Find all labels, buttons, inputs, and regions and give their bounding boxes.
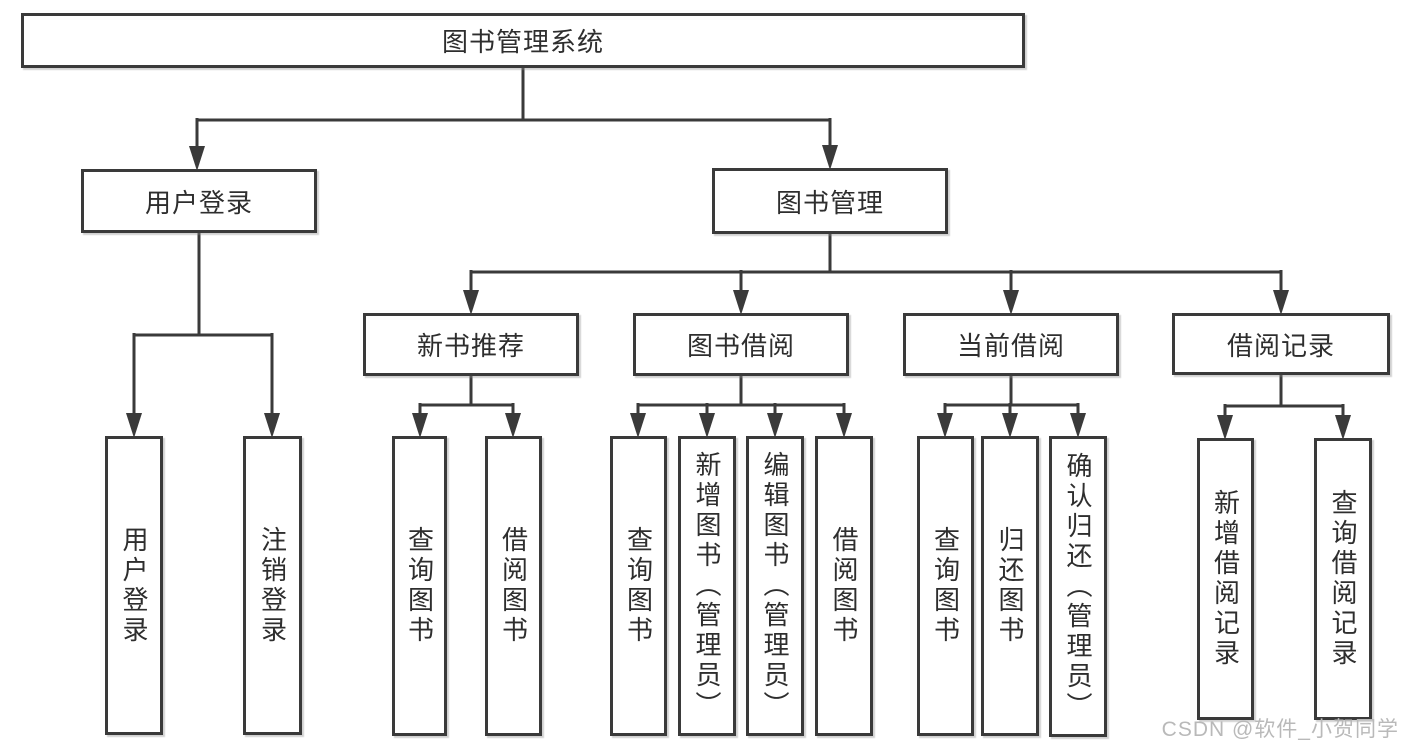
- node-borrow-records: 借阅记录: [1172, 313, 1390, 375]
- leaf-borrow-books: 借阅图书: [815, 436, 873, 736]
- node-new-book-recommend: 新书推荐: [363, 313, 579, 376]
- node-user-login: 用户登录: [81, 169, 317, 233]
- leaf-add-books-admin: 新增图书（管理员）: [678, 436, 736, 736]
- node-book-borrow: 图书借阅: [633, 313, 849, 376]
- leaf-add-borrow-record: 新增借阅记录: [1197, 438, 1254, 720]
- leaf-logout-login: 注销登录: [243, 436, 302, 735]
- leaf-query-books-borrow: 查询图书: [610, 436, 667, 736]
- node-library-system: 图书管理系统: [21, 13, 1025, 68]
- leaf-user-login: 用户登录: [105, 436, 163, 735]
- leaf-query-books-current: 查询图书: [917, 436, 974, 736]
- leaf-edit-books-admin: 编辑图书（管理员）: [746, 436, 804, 736]
- leaf-confirm-return-admin: 确认归还（管理员）: [1049, 436, 1107, 737]
- node-book-management: 图书管理: [712, 168, 948, 234]
- csdn-watermark: CSDN @软件_小贺同学: [1161, 718, 1399, 741]
- leaf-borrow-books-recommend: 借阅图书: [485, 436, 542, 736]
- leaf-query-borrow-record: 查询借阅记录: [1314, 438, 1372, 720]
- node-current-borrow: 当前借阅: [903, 313, 1119, 376]
- connector-arrowheads: [126, 145, 1351, 440]
- leaf-return-books: 归还图书: [981, 436, 1039, 736]
- leaf-query-books-recommend: 查询图书: [392, 436, 447, 736]
